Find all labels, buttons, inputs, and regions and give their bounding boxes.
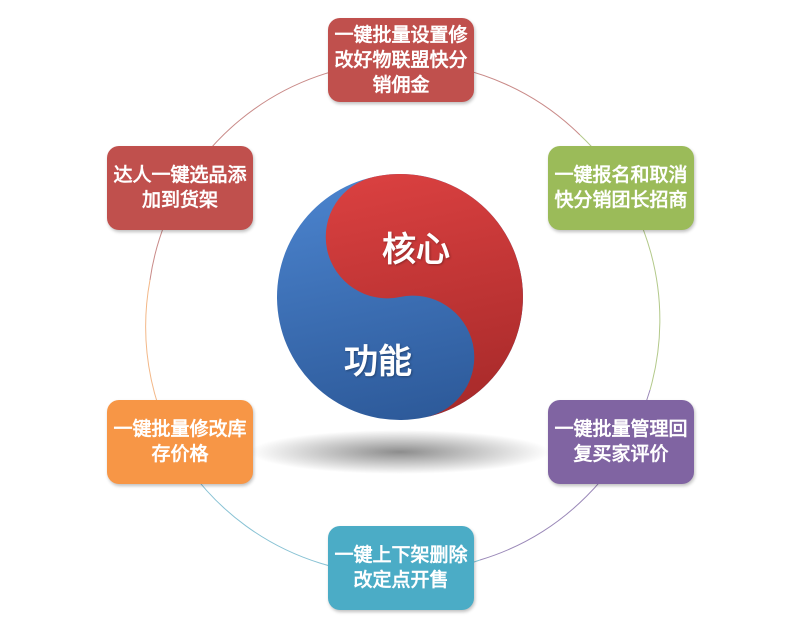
feature-box-influencer-shelf[interactable]: 达人一键选品添加到货架: [107, 146, 253, 230]
yin-yang-red: [325, 174, 523, 418]
feature-box-review-reply[interactable]: 一键批量管理回复买家评价: [548, 400, 694, 484]
feature-box-affiliate-commission[interactable]: 一键批量设置修改好物联盟快分销佣金: [328, 18, 474, 102]
feature-box-group-recruit[interactable]: 一键报名和取消快分销团长招商: [548, 146, 694, 230]
center-shadow: [250, 430, 550, 474]
center-label-function: 功能: [344, 342, 412, 382]
center-label-core: 核心: [382, 230, 450, 270]
feature-box-stock-price[interactable]: 一键批量修改库存价格: [107, 400, 253, 484]
feature-box-listing-control[interactable]: 一键上下架删除改定点开售: [328, 526, 474, 610]
